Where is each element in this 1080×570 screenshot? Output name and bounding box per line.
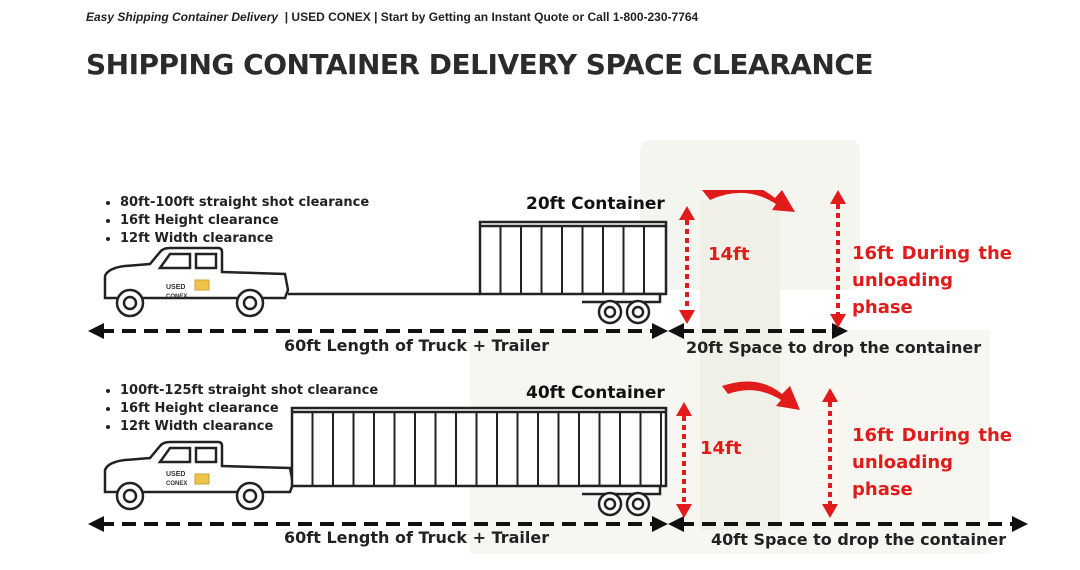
- panel-20ft: 80ft-100ft straight shot clearance 16ft …: [0, 190, 1080, 380]
- container-height-label: 14ft: [700, 438, 742, 459]
- clearance-list: 80ft-100ft straight shot clearance 16ft …: [104, 194, 369, 248]
- list-item: 16ft Height clearance: [120, 212, 369, 230]
- truck-logo-used: USED: [166, 471, 185, 478]
- topline-brand: Easy Shipping Container Delivery: [86, 10, 279, 24]
- drop-space-label: 20ft Space to drop the container: [686, 338, 982, 357]
- height-arrow-16ft: [822, 388, 838, 518]
- truck-logo-used: USED: [166, 284, 185, 291]
- list-item: 100ft-125ft straight shot clearance: [120, 382, 378, 400]
- container-label: 40ft Container: [526, 383, 665, 403]
- list-item: 12ft Width clearance: [120, 230, 369, 248]
- container-20ft-icon: [478, 220, 668, 296]
- unloading-line-1: 16ft During the: [852, 425, 1012, 446]
- trailer-wheels-icon: [582, 292, 662, 325]
- truck-logo-conex: CONEX: [166, 294, 187, 300]
- unloading-height-label: 16ft During the unloading phase: [852, 240, 1012, 321]
- diagram-40ft: USED CONEX: [88, 381, 1028, 532]
- container-40ft-icon: [290, 406, 668, 488]
- page-title: SHIPPING CONTAINER DELIVERY SPACE CLEARA…: [86, 48, 874, 81]
- unloading-line-1: 16ft During the: [852, 243, 1012, 264]
- height-arrow-14ft: [679, 206, 695, 324]
- diagram-20ft: USED CONEX: [88, 190, 848, 339]
- height-arrow-14ft: [676, 402, 692, 518]
- container-label: 20ft Container: [526, 194, 665, 214]
- drop-space-dimension-line: [668, 516, 1028, 532]
- trailer-wheels-icon: [582, 484, 662, 517]
- truck-length-label: 60ft Length of Truck + Trailer: [284, 528, 550, 547]
- truck-length-label: 60ft Length of Truck + Trailer: [284, 336, 550, 355]
- pickup-truck-icon: [103, 440, 295, 511]
- drop-space-label: 40ft Space to drop the container: [711, 530, 1007, 549]
- length-dimension-line: [88, 516, 668, 532]
- unloading-line-2: unloading phase: [852, 452, 954, 500]
- length-dimension-line: [88, 323, 668, 339]
- topline-contact: | USED CONEX | Start by Getting an Insta…: [278, 10, 699, 24]
- panel-40ft: 100ft-125ft straight shot clearance 16ft…: [0, 380, 1080, 570]
- container-height-label: 14ft: [708, 244, 750, 265]
- unloading-height-label: 16ft During the unloading phase: [852, 422, 1012, 503]
- list-item: 80ft-100ft straight shot clearance: [120, 194, 369, 212]
- clearance-list: 100ft-125ft straight shot clearance 16ft…: [104, 382, 378, 436]
- lift-curve-arrow: [702, 190, 795, 212]
- header-topline: Easy Shipping Container Delivery | USED …: [86, 10, 698, 24]
- pickup-truck-icon: [103, 246, 290, 318]
- list-item: 12ft Width clearance: [120, 418, 378, 436]
- list-item: 16ft Height clearance: [120, 400, 378, 418]
- truck-logo-conex: CONEX: [166, 481, 187, 487]
- unloading-line-2: unloading phase: [852, 270, 954, 318]
- lift-curve-arrow: [722, 381, 800, 410]
- height-arrow-16ft: [830, 190, 846, 328]
- drop-space-dimension-line: [668, 323, 848, 339]
